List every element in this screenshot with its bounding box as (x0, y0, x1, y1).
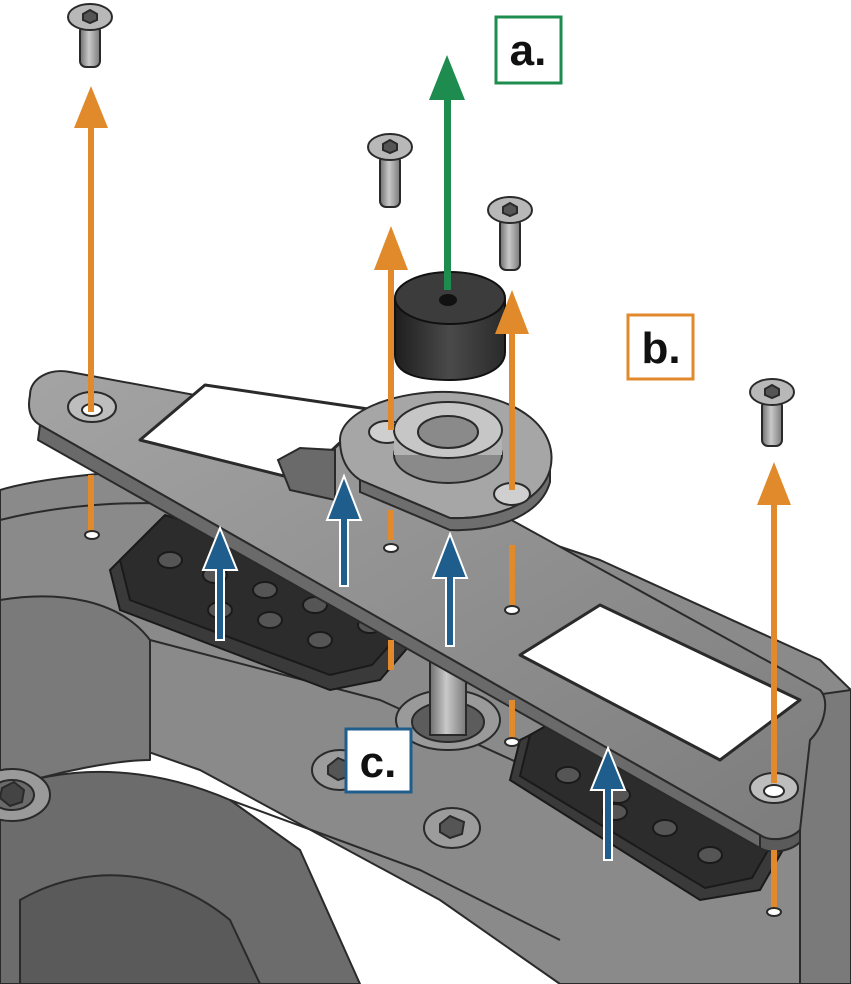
gasket-plate-right (508, 713, 802, 902)
label-b-text: b. (641, 324, 680, 373)
screw-top-left (67, 3, 113, 68)
screw-center-left (367, 133, 413, 208)
side-block (276, 446, 336, 502)
lift-arrows (201, 473, 627, 861)
screw-center-right (487, 196, 533, 271)
cap-removal-arrow (429, 55, 465, 290)
screw-removal-arrows (74, 86, 791, 908)
gasket-plate-left (108, 513, 442, 692)
label-c-text: c. (360, 738, 397, 787)
label-b: b. (626, 313, 695, 381)
cap (394, 271, 506, 382)
screw-right (749, 378, 795, 447)
screw-holes (84, 530, 782, 917)
label-a: a. (494, 15, 563, 85)
label-a-text: a. (510, 26, 547, 75)
label-c: c. (344, 727, 413, 794)
housing-bolt-head (0, 768, 51, 822)
collar-plate (338, 390, 553, 532)
